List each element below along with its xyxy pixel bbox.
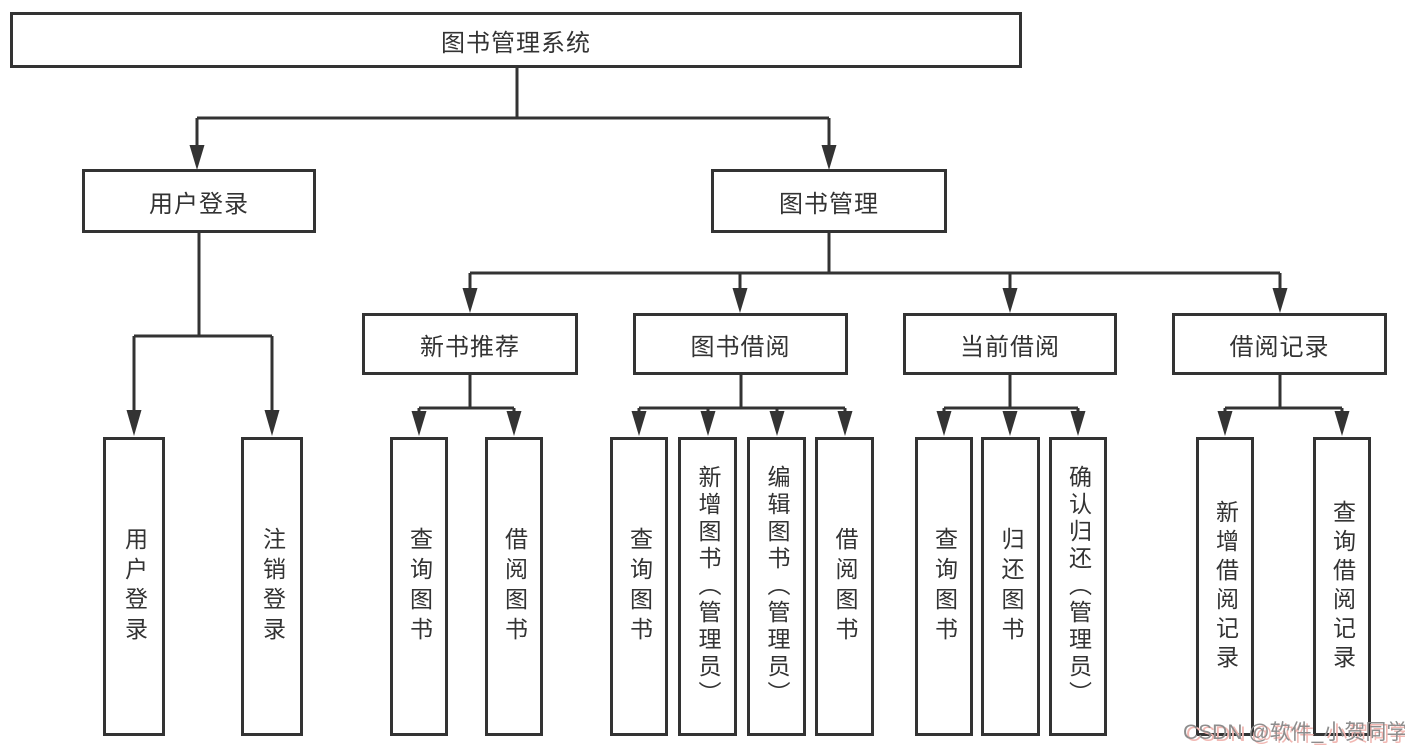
node-user-login-leaf: 用户登录 bbox=[103, 437, 165, 736]
node-label: 当前借阅 bbox=[960, 333, 1060, 361]
arrowhead bbox=[1002, 411, 1018, 436]
arrowhead bbox=[700, 411, 716, 436]
node-logout: 注销登录 bbox=[241, 437, 303, 736]
node-label: 用户登录 bbox=[149, 190, 249, 218]
node-label: 用户登录 bbox=[121, 526, 148, 647]
node-label: 查询借阅记录 bbox=[1329, 499, 1356, 674]
node-label: 归还图书 bbox=[998, 526, 1024, 647]
arrowhead bbox=[126, 410, 142, 436]
node-borrowing-records: 借阅记录 bbox=[1172, 313, 1387, 375]
node-book-management: 图书管理 bbox=[711, 169, 947, 233]
arrowhead bbox=[837, 411, 853, 436]
node-add-borrow-record: 新增借阅记录 bbox=[1196, 437, 1254, 736]
node-label: 借阅图书 bbox=[832, 526, 858, 647]
arrowhead bbox=[732, 288, 748, 313]
node-label: 借阅记录 bbox=[1229, 333, 1330, 361]
arrowhead bbox=[264, 410, 280, 436]
arrowhead bbox=[821, 145, 837, 170]
arrowhead bbox=[1217, 411, 1233, 436]
arrowhead bbox=[1002, 288, 1018, 313]
node-book-borrowing: 图书借阅 bbox=[633, 313, 848, 375]
connector-currentborrow-branch bbox=[942, 375, 1080, 413]
node-label: 图书管理 bbox=[779, 190, 879, 218]
arrowhead bbox=[936, 411, 952, 436]
node-label: 查询图书 bbox=[626, 526, 653, 647]
node-add-books-admin: 新增图书（管理员） bbox=[678, 437, 737, 736]
node-borrow-books-leaf: 借阅图书 bbox=[815, 437, 874, 736]
arrowhead bbox=[1070, 411, 1086, 436]
node-library-system: 图书管理系统 bbox=[10, 12, 1022, 68]
arrowhead bbox=[1272, 288, 1288, 313]
node-label: 借阅图书 bbox=[501, 526, 528, 647]
arrowhead bbox=[769, 411, 785, 436]
csdn-watermark: CSDN @软件_小贺同学 bbox=[1183, 721, 1405, 744]
node-label: 新增借阅记录 bbox=[1212, 499, 1239, 674]
node-edit-books-admin: 编辑图书（管理员） bbox=[747, 437, 806, 736]
connector-lines bbox=[132, 68, 1344, 413]
node-query-books-current: 查询图书 bbox=[915, 437, 973, 736]
node-label: 图书借阅 bbox=[690, 333, 791, 361]
node-confirm-return-admin: 确认归还（管理员） bbox=[1049, 437, 1107, 736]
connector-newbookrec-branch bbox=[417, 375, 516, 413]
node-borrow-books-recommend: 借阅图书 bbox=[485, 437, 543, 736]
node-label: 查询图书 bbox=[931, 526, 958, 647]
node-label: 新书推荐 bbox=[420, 333, 520, 361]
arrowhead bbox=[506, 411, 522, 436]
connector-root-arrow-stems bbox=[195, 118, 831, 147]
node-label: 图书管理系统 bbox=[441, 29, 591, 57]
arrowhead bbox=[631, 411, 647, 436]
connector-bookmgmt-branch bbox=[468, 233, 1282, 290]
node-new-book-recommend: 新书推荐 bbox=[362, 313, 578, 375]
node-label: 确认归还（管理员） bbox=[1065, 465, 1092, 708]
connector-userlogin-branch bbox=[132, 233, 274, 412]
node-label: 查询图书 bbox=[406, 526, 433, 647]
node-query-books-recommend: 查询图书 bbox=[390, 437, 448, 736]
connector-borrowrecords-branch bbox=[1223, 375, 1344, 413]
node-current-borrowing: 当前借阅 bbox=[903, 313, 1117, 375]
node-label: 新增图书（管理员） bbox=[695, 465, 721, 708]
node-query-borrow-record: 查询借阅记录 bbox=[1313, 437, 1371, 736]
node-label: 编辑图书（管理员） bbox=[764, 465, 790, 708]
connector-bookborrow-branch bbox=[637, 375, 847, 413]
arrowhead bbox=[189, 145, 205, 170]
arrowhead bbox=[462, 288, 478, 313]
arrowhead bbox=[411, 411, 427, 436]
node-return-books: 归还图书 bbox=[981, 437, 1040, 736]
arrowheads bbox=[126, 145, 1350, 436]
arrowhead bbox=[1334, 411, 1350, 436]
connector-root-branch bbox=[197, 68, 829, 120]
node-query-books-borrowing: 查询图书 bbox=[610, 437, 668, 736]
node-user-login: 用户登录 bbox=[82, 169, 316, 233]
node-label: 注销登录 bbox=[259, 526, 286, 647]
